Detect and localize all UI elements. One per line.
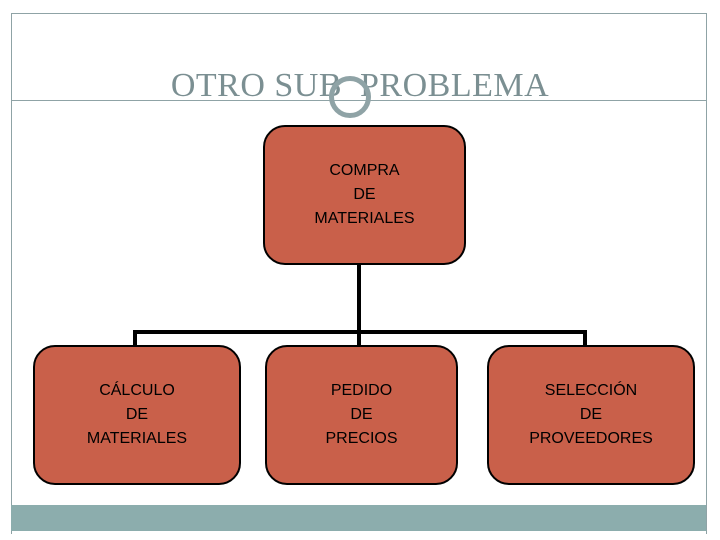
- node-seleccion-de-proveedores[interactable]: SELECCIÓN DE PROVEEDORES: [487, 345, 695, 485]
- title-underline-rule: [11, 100, 707, 101]
- connector-stem: [357, 264, 361, 334]
- frame-left-border: [11, 13, 12, 534]
- connector-drop-left: [133, 330, 137, 348]
- connector-drop-right: [583, 330, 587, 348]
- frame-top-border: [11, 13, 707, 14]
- circle-ring-icon: [329, 76, 371, 118]
- frame-right-border: [706, 13, 707, 534]
- page-title: OTRO SUB PROBLEMA: [170, 67, 550, 104]
- node-calculo-de-materiales[interactable]: CÁLCULO DE MATERIALES: [33, 345, 241, 485]
- footer-accent-bar: [11, 505, 706, 531]
- node-pedido-de-precios[interactable]: PEDIDO DE PRECIOS: [265, 345, 458, 485]
- connector-drop-middle: [357, 330, 361, 348]
- node-compra-de-materiales[interactable]: COMPRA DE MATERIALES: [263, 125, 466, 265]
